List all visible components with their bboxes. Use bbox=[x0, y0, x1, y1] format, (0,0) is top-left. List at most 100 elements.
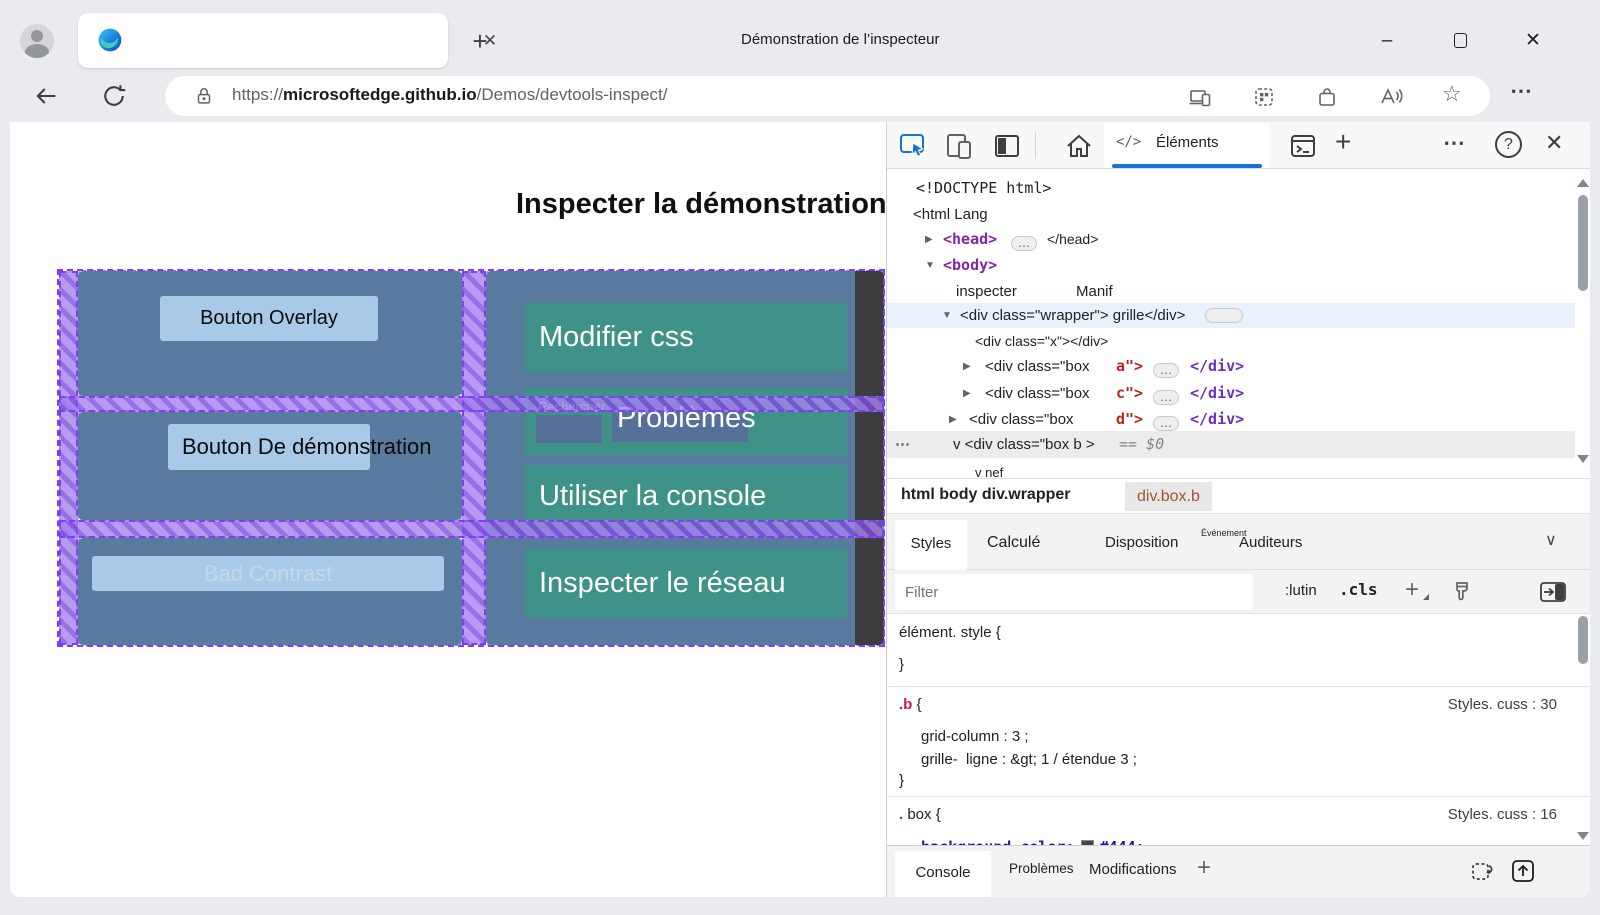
apps-grid-icon[interactable] bbox=[1252, 85, 1276, 109]
overlay-button[interactable]: Bouton Overlay bbox=[160, 296, 378, 341]
box-b-dark-strip bbox=[855, 271, 884, 645]
color-swatch[interactable] bbox=[1080, 840, 1094, 845]
styles-scrollbar-thumb[interactable] bbox=[1578, 616, 1588, 664]
dom-row[interactable]: ▼ <body> bbox=[887, 253, 1575, 278]
maximize-button[interactable] bbox=[1445, 26, 1475, 56]
dom-row[interactable]: ▶ <head> … </head> bbox=[887, 227, 1575, 252]
more-pill[interactable]: … bbox=[1011, 236, 1037, 251]
css-property[interactable]: grille- ligne : &gt; 1 / étendue 3 ; bbox=[921, 751, 1137, 768]
pseudo-state-toggle[interactable]: :lutin bbox=[1285, 582, 1317, 599]
search-field[interactable] bbox=[536, 415, 602, 443]
dom-row[interactable]: ▶ <div class="box d"> … </div> bbox=[887, 407, 1575, 432]
rule-box-selector[interactable]: . box { bbox=[899, 806, 941, 823]
inspect-element-icon[interactable] bbox=[897, 130, 929, 162]
rule-b-selector[interactable]: .b { bbox=[899, 696, 922, 713]
new-style-rule-icon[interactable]: + bbox=[1405, 576, 1420, 603]
paintbrush-icon[interactable] bbox=[1449, 579, 1475, 605]
tab-styles[interactable]: Styles bbox=[895, 520, 967, 570]
tab-layout[interactable]: Disposition bbox=[1105, 534, 1179, 551]
collapse-arrow-icon[interactable]: ▼ bbox=[942, 310, 952, 321]
enter-frame-icon[interactable] bbox=[1539, 579, 1567, 605]
tab-event[interactable]: Événement bbox=[1201, 528, 1247, 538]
back-icon[interactable] bbox=[32, 82, 60, 110]
scrollbar-up-icon[interactable] bbox=[1577, 179, 1589, 187]
window-content: Bouton Overlay Bouton De démonstration B… bbox=[10, 122, 1590, 897]
breadcrumb-path[interactable]: html body div.wrapper bbox=[901, 486, 1071, 503]
devtools-close-icon[interactable]: ✕ bbox=[1545, 130, 1564, 155]
row-menu-icon[interactable]: ⋯ bbox=[895, 436, 910, 453]
expand-arrow-icon[interactable]: ▶ bbox=[925, 234, 933, 245]
tab-close-icon[interactable]: ✕ bbox=[482, 31, 498, 50]
more-pill[interactable]: … bbox=[1153, 363, 1179, 378]
toolbar-divider bbox=[1035, 132, 1036, 159]
expand-arrow-icon[interactable]: ▶ bbox=[963, 388, 971, 399]
expand-arrow-icon[interactable]: ▶ bbox=[963, 361, 971, 372]
new-tab-button[interactable]: + bbox=[472, 26, 488, 56]
url-text[interactable]: https://microsoftedge.github.io/Demos/de… bbox=[232, 85, 668, 104]
grid-box-d bbox=[77, 537, 463, 646]
element-style-rule[interactable]: élément. style { bbox=[899, 624, 1001, 641]
tab-computed[interactable]: Calculé bbox=[987, 534, 1041, 551]
chevron-down-icon[interactable]: ∨ bbox=[1545, 532, 1557, 549]
tab-listeners[interactable]: Auditeurs bbox=[1239, 534, 1303, 551]
scrollbar-down-icon[interactable] bbox=[1577, 832, 1589, 840]
profile-avatar[interactable] bbox=[20, 24, 54, 58]
more-pill[interactable]: … bbox=[1153, 416, 1179, 431]
dom-row[interactable]: ▶ <div class="box a"> … </div> bbox=[887, 354, 1575, 379]
expand-arrow-icon[interactable]: ▶ bbox=[949, 414, 957, 425]
home-icon[interactable] bbox=[1063, 130, 1095, 162]
window-close-button[interactable]: ✕ bbox=[1525, 30, 1541, 51]
minimize-button[interactable]: – bbox=[1381, 30, 1393, 51]
more-pill[interactable]: … bbox=[1153, 390, 1179, 405]
address-bar[interactable]: https://microsoftedge.github.io/Demos/de… bbox=[165, 76, 1490, 116]
scrollbar-down-icon[interactable] bbox=[1577, 455, 1589, 463]
dom-row[interactable]: <div class="x"></div> bbox=[975, 333, 1109, 349]
demo-button[interactable]: Bouton De démonstration bbox=[168, 424, 432, 470]
dom-row-wrapper[interactable]: ▼ <div class="wrapper"> grille</div> bbox=[887, 303, 1575, 328]
dom-scrollbar-thumb[interactable] bbox=[1578, 195, 1588, 291]
read-aloud-icon[interactable] bbox=[1378, 84, 1404, 110]
rule-box-source-link[interactable]: Styles. cuss : 16 bbox=[1447, 806, 1557, 823]
collapse-arrow-icon[interactable]: ▼ bbox=[925, 260, 935, 271]
refresh-icon[interactable] bbox=[100, 82, 128, 110]
breadcrumb-selected[interactable]: div.box.b bbox=[1125, 482, 1212, 511]
dom-row[interactable]: ▶ <div class="box c"> … </div> bbox=[887, 381, 1575, 406]
dom-row[interactable]: <html Lang bbox=[913, 206, 988, 223]
rule-divider bbox=[887, 796, 1590, 797]
add-panel-icon[interactable]: + bbox=[1335, 126, 1352, 157]
window-title: Démonstration de l’inspecteur bbox=[741, 31, 940, 48]
dom-row-selected[interactable]: ⋯ v <div class="box b > == $0 bbox=[887, 431, 1575, 458]
tab-changes[interactable]: Modifications bbox=[1089, 861, 1177, 878]
help-icon[interactable]: ? bbox=[1495, 131, 1522, 158]
grid-badge[interactable] bbox=[1205, 308, 1243, 323]
browser-menu-icon[interactable]: ⋯ bbox=[1510, 78, 1533, 103]
favorite-star-icon[interactable]: ☆ bbox=[1442, 81, 1462, 106]
cls-toggle[interactable]: .cls bbox=[1339, 580, 1378, 599]
tab-console[interactable]: Console bbox=[895, 851, 991, 897]
bad-contrast-button[interactable]: Bad Contrast bbox=[92, 556, 444, 591]
tab-elements[interactable]: </> Éléments bbox=[1104, 122, 1269, 168]
tab-elements-label: Éléments bbox=[1156, 134, 1219, 151]
console-drawer-icon[interactable] bbox=[1287, 130, 1319, 162]
send-to-devices-icon[interactable] bbox=[1188, 85, 1212, 109]
use-console-link[interactable]: Utiliser la console bbox=[525, 465, 847, 528]
device-emulation-icon[interactable] bbox=[943, 130, 975, 162]
rule-b-source-link[interactable]: Styles. cuss : 30 bbox=[1447, 696, 1557, 713]
dom-row[interactable]: inspecter Manif bbox=[956, 283, 1113, 300]
dom-row[interactable]: v nef bbox=[975, 465, 1004, 478]
style-filter-input[interactable] bbox=[895, 574, 1253, 610]
collections-bag-icon[interactable] bbox=[1315, 85, 1339, 109]
devtools-menu-icon[interactable]: ⋯ bbox=[1443, 130, 1465, 155]
upload-icon[interactable] bbox=[1509, 857, 1537, 885]
css-property[interactable]: grid-column : 3 ; bbox=[921, 728, 1029, 745]
tab-problems[interactable]: Problèmes bbox=[1009, 861, 1074, 876]
add-drawer-tab-icon[interactable]: + bbox=[1197, 854, 1212, 881]
css-property[interactable]: background-color:#444; bbox=[921, 838, 1145, 845]
pretend-override-icon[interactable] bbox=[1469, 857, 1497, 885]
inspect-network-link[interactable]: Inspecter le réseau bbox=[525, 548, 847, 618]
edit-css-link[interactable]: Modifier css bbox=[525, 303, 847, 372]
browser-tab[interactable]: ✕ bbox=[78, 13, 497, 68]
dom-row[interactable]: <!DOCTYPE html> bbox=[916, 179, 1052, 197]
dock-side-icon[interactable] bbox=[991, 130, 1023, 162]
